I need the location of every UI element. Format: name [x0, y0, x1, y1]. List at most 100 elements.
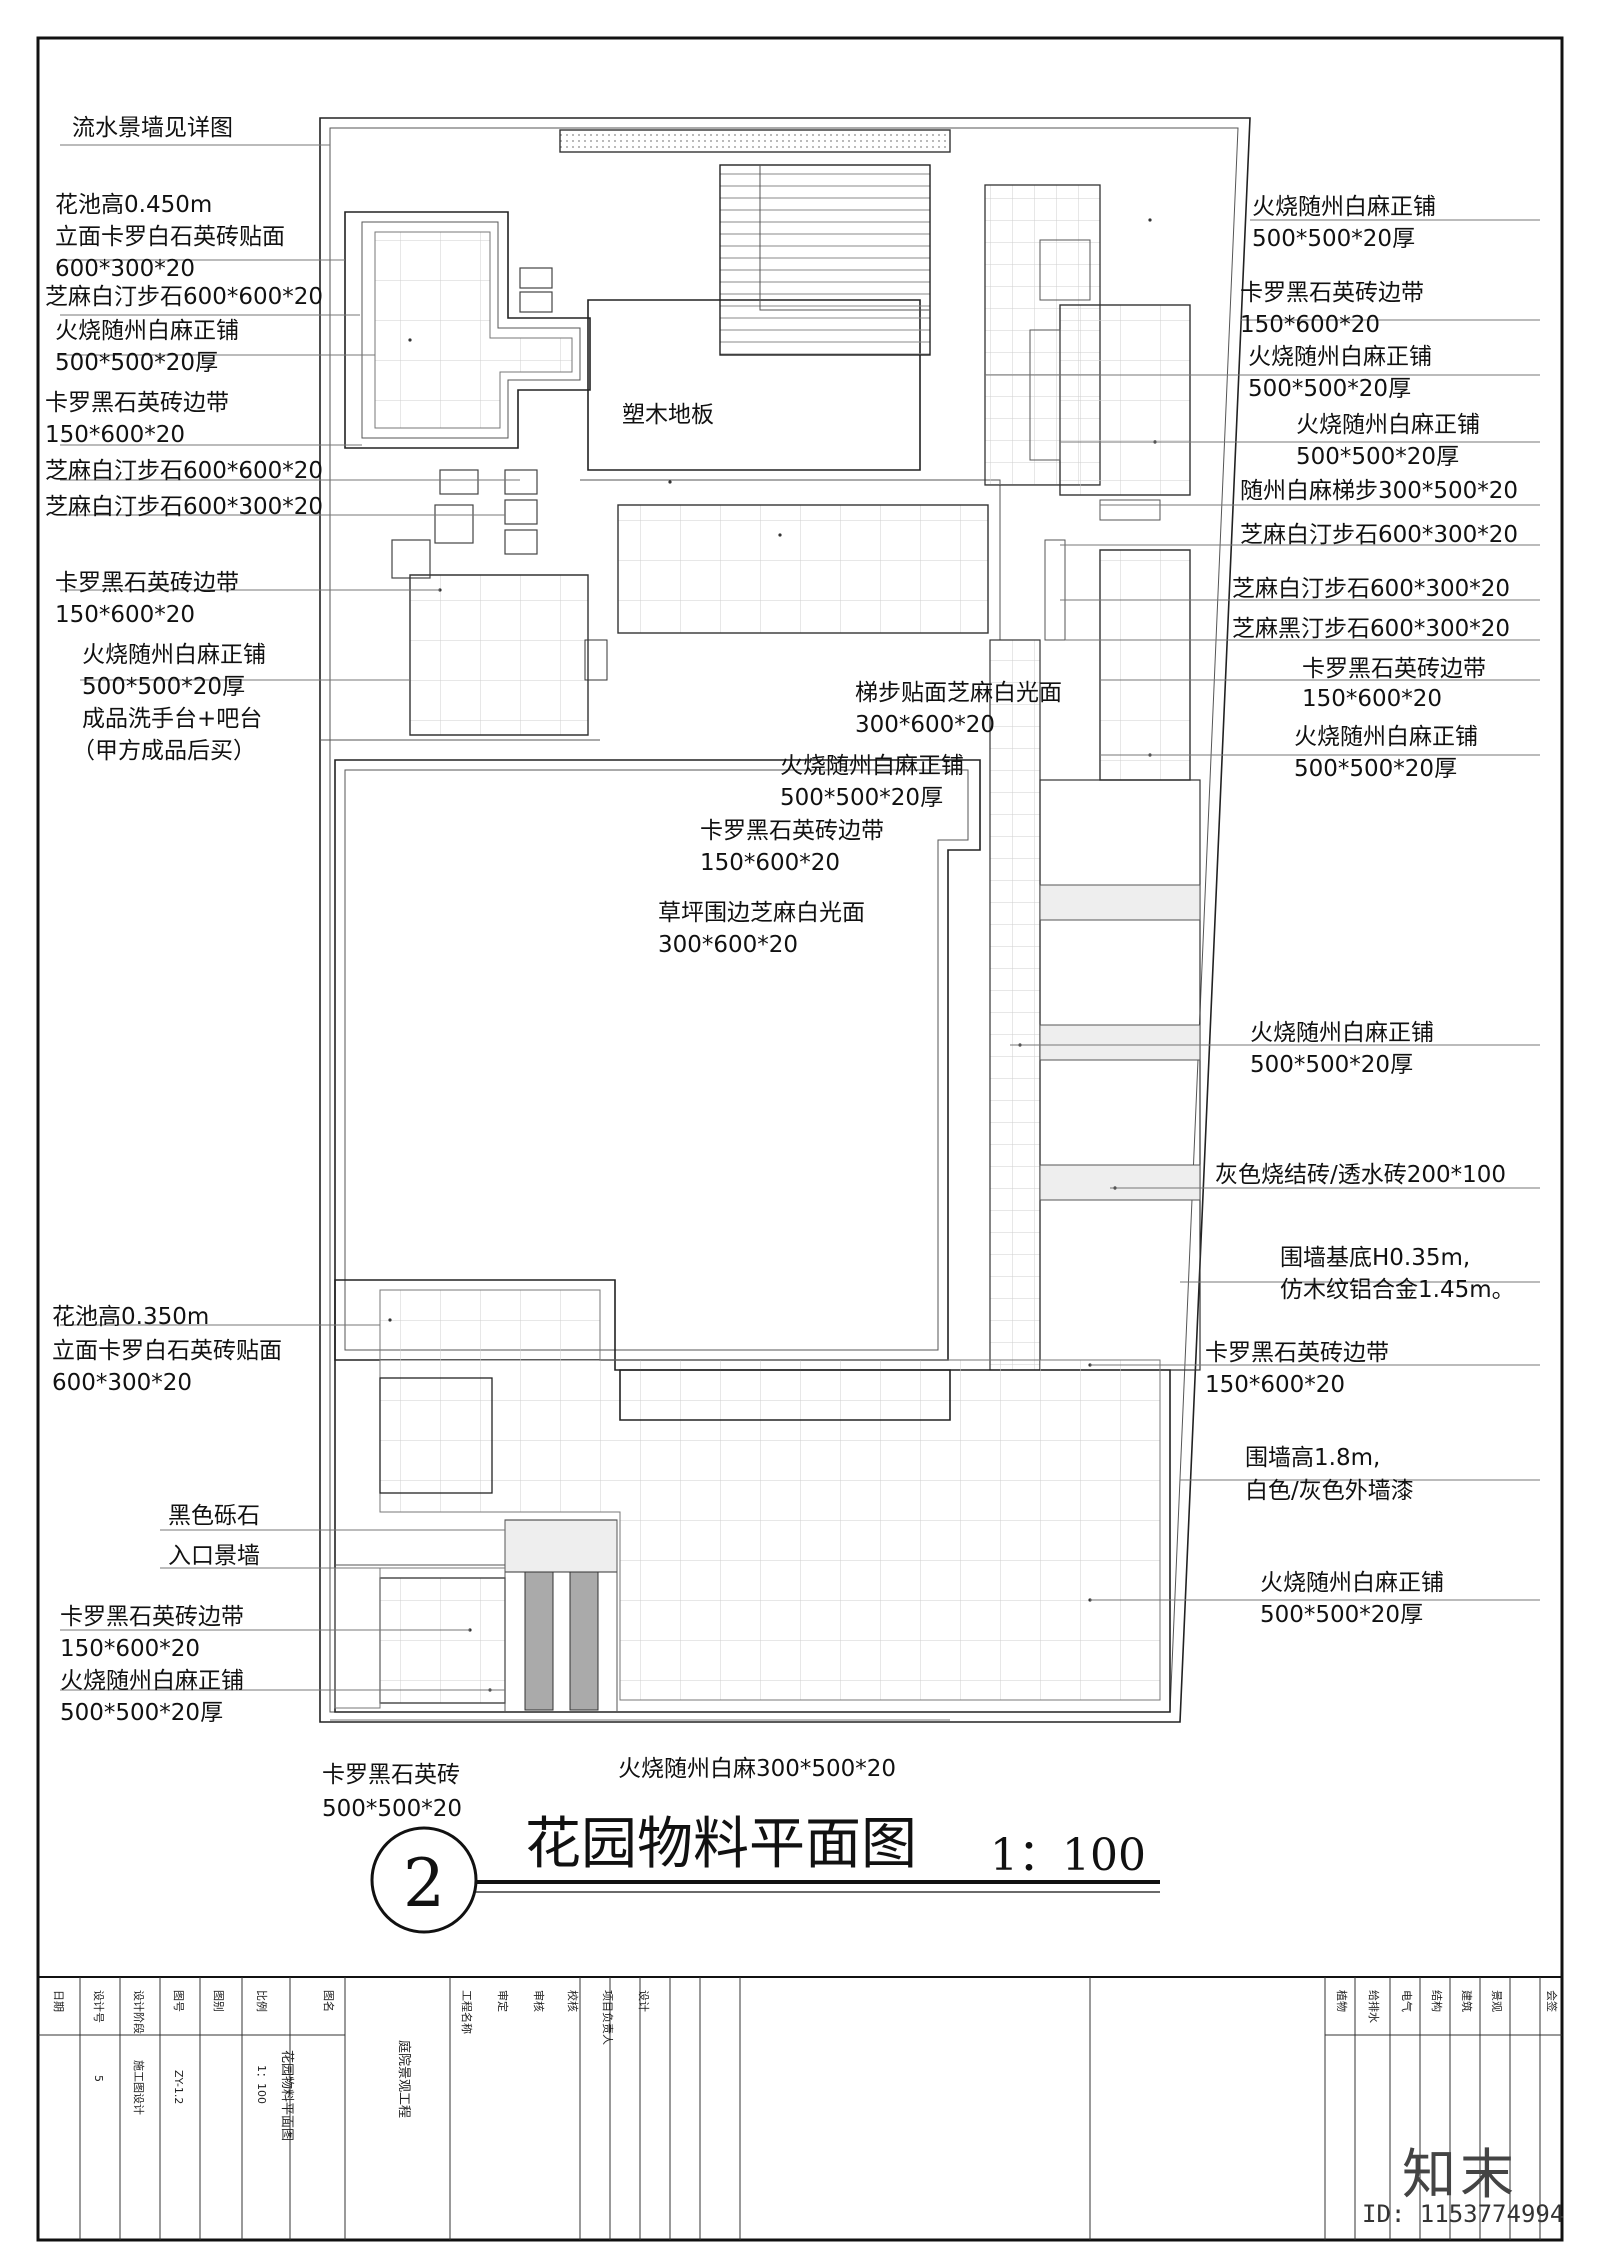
label-black-border-a: 卡罗黑石英砖边带 [45, 390, 229, 416]
tb-name-label: 图名 [322, 1990, 336, 2012]
label-black-border-d-size: 150*600*20 [1240, 312, 1380, 338]
label-granite-paving-g-size: 500*500*20厚 [1294, 756, 1457, 782]
tb-check-label: 校核 [566, 1990, 580, 2012]
tb-electric-label: 电气 [1400, 1990, 1414, 2012]
label-water-wall-detail: 流水景墙见详图 [72, 115, 233, 141]
water-feature-wall [559, 129, 951, 153]
label-granite-paving-b-size: 500*500*20厚 [82, 674, 245, 700]
wood-deck [719, 164, 931, 356]
label-black-quartz-tile-size: 500*500*20 [322, 1796, 462, 1822]
label-planter-height-top: 花池高0.450m [55, 192, 212, 218]
label-granite-paving-f-size: 500*500*20厚 [1296, 444, 1459, 470]
label-granite-paving-d-size: 500*500*20厚 [1252, 226, 1415, 252]
tb-project-label: 工程名称 [460, 1990, 474, 2034]
label-lawn-edge-size: 300*600*20 [658, 932, 798, 958]
label-granite-paving-e-size: 500*500*20厚 [1248, 376, 1411, 402]
tb-name-value: 花园物料平面图 [279, 2050, 295, 2141]
label-lawn-edge: 草坪围边芝麻白光面 [658, 900, 865, 926]
label-granite-paving-j: 卡罗黑石英砖边带 [60, 1604, 244, 1630]
stepping-stones [391, 267, 553, 579]
drawing-scale: 1：100 [990, 1830, 1146, 1881]
tb-drawing-no-value: ZY-1.2 [172, 2070, 185, 2104]
label-stepping-stone-c: 芝麻白汀步石600*300*20 [45, 494, 323, 520]
label-planter-facing-bottom: 立面卡罗白石英砖贴面 [52, 1338, 282, 1364]
label-entrance-wall: 入口景墙 [168, 1543, 260, 1569]
tb-review-label: 审核 [532, 1990, 546, 2012]
tb-design-no-value: 5 [92, 2075, 105, 2082]
tb-lead-label: 项目负责人 [601, 1990, 615, 2045]
label-stepping-stone-b: 芝麻白汀步石600*600*20 [45, 458, 323, 484]
label-granite-paving-b: 火烧随州白麻正铺 [82, 642, 266, 668]
brand-logo: 知末 [1402, 2143, 1518, 2206]
image-id: ID: 1153774994 [1362, 2200, 1565, 2228]
label-black-border-f: 卡罗黑石英砖边带 [1205, 1340, 1389, 1366]
label-planter-facing-top: 立面卡罗白石英砖贴面 [55, 224, 285, 250]
tb-category-label: 图别 [212, 1990, 225, 2012]
label-granite-paving-i: 火烧随州白麻正铺 [1260, 1570, 1444, 1596]
label-black-border-b-size: 150*600*20 [55, 602, 195, 628]
label-black-border-e: 卡罗黑石英砖边带 [1302, 656, 1486, 682]
drawing-number: 2 [403, 1845, 445, 1922]
label-stair-facing-size: 300*600*20 [855, 712, 995, 738]
label-black-border-c: 卡罗黑石英砖边带 [700, 818, 884, 844]
tb-date-label: 日期 [52, 1990, 65, 2012]
label-black-border-d: 卡罗黑石英砖边带 [1240, 280, 1424, 306]
entrance-wall [504, 1519, 618, 1573]
leader-lines [60, 144, 1540, 1721]
label-black-border-g: 火烧随州白麻正铺 [60, 1668, 244, 1694]
label-granite-paving-f: 火烧随州白麻正铺 [1296, 412, 1480, 438]
label-black-border-b: 卡罗黑石英砖边带 [55, 570, 239, 596]
tb-project-value: 庭院景观工程 [396, 2040, 412, 2118]
label-planter-height-bottom: 花池高0.350m [52, 1304, 209, 1330]
tb-sign-label: 会签 [1545, 1990, 1559, 2012]
label-granite-paving-a-size: 500*500*20厚 [55, 350, 218, 376]
label-stepping-stone-e: 芝麻白汀步石600*300*20 [1232, 576, 1510, 602]
label-black-quartz-tile: 卡罗黑石英砖 [322, 1762, 460, 1788]
tb-arch-label: 建筑 [1460, 1990, 1474, 2012]
label-wall-aluminium: 仿木纹铝合金1.45m。 [1280, 1277, 1515, 1303]
label-black-stepping-stone: 芝麻黑汀步石600*300*20 [1232, 616, 1510, 642]
label-granite-paving-a: 火烧随州白麻正铺 [55, 318, 239, 344]
label-granite-paving-j-size: 150*600*20 [60, 1636, 200, 1662]
tb-water-label: 给排水 [1367, 1990, 1381, 2023]
label-planter-facing-size-top: 600*300*20 [55, 256, 195, 282]
tb-design-label: 设计 [637, 1990, 650, 2012]
label-granite-paving-e: 火烧随州白麻正铺 [1248, 344, 1432, 370]
drawing-title: 2 花园物料平面图 1：100 [370, 1812, 1160, 1934]
tb-land-label: 景观 [1490, 1990, 1503, 2012]
tb-scale-value: 1：100 [255, 2065, 268, 2104]
label-granite-paving-i-size: 500*500*20厚 [1260, 1602, 1423, 1628]
tb-drawing-no-label: 图号 [172, 1990, 185, 2012]
label-stepping-stone-a: 芝麻白汀步石600*600*20 [45, 284, 323, 310]
label-black-border-c-size: 150*600*20 [700, 850, 840, 876]
label-wall-base: 围墙基底H0.35m, [1280, 1245, 1470, 1271]
label-stepping-stone-d: 芝麻白汀步石600*300*20 [1240, 522, 1518, 548]
label-black-border-g-size: 500*500*20厚 [60, 1700, 223, 1726]
label-boundary-wall-height: 围墙高1.8m, [1245, 1445, 1380, 1471]
tb-design-no-label: 设计号 [92, 1990, 105, 2023]
label-black-border-a-size: 150*600*20 [45, 422, 185, 448]
label-granite-paving-d: 火烧随州白麻正铺 [1252, 194, 1436, 220]
tb-approve-label: 审定 [496, 1990, 510, 2012]
label-granite-steps: 随州白麻梯步300*500*20 [1240, 478, 1518, 504]
label-wash-basin: 成品洗手台+吧台 [82, 706, 262, 732]
label-black-border-f-size: 150*600*20 [1205, 1372, 1345, 1398]
label-stair-facing: 梯步贴面芝麻白光面 [855, 680, 1062, 706]
title-block: 日期 设计号 5 设计阶段 施工图设计 图号 ZY-1.2 图别 比例 1：10… [37, 1976, 1563, 2241]
label-wash-basin-note: （甲方成品后买） [72, 738, 256, 764]
tb-plant-label: 植物 [1335, 1990, 1349, 2012]
label-permeable-brick: 灰色烧结砖/透水砖200*100 [1215, 1162, 1506, 1188]
annotation-labels: 流水景墙见详图 花池高0.450m 立面卡罗白石英砖贴面 600*300*20 … [45, 115, 1518, 1822]
tb-scale-label: 比例 [255, 1990, 269, 2012]
tb-stage-value: 施工图设计 [132, 2060, 145, 2115]
label-black-border-e-size: 150*600*20 [1302, 686, 1442, 712]
label-granite-paving-c: 火烧随州白麻正铺 [780, 753, 964, 779]
label-planter-facing-size-bottom: 600*300*20 [52, 1370, 192, 1396]
label-black-gravel: 黑色砾石 [168, 1503, 260, 1529]
label-wood-deck: 塑木地板 [622, 402, 714, 428]
label-granite-paving-c-size: 500*500*20厚 [780, 785, 943, 811]
drawing-title-text: 花园物料平面图 [525, 1812, 917, 1877]
tb-stage-label: 设计阶段 [132, 1990, 146, 2034]
site-plan [319, 117, 1251, 1723]
